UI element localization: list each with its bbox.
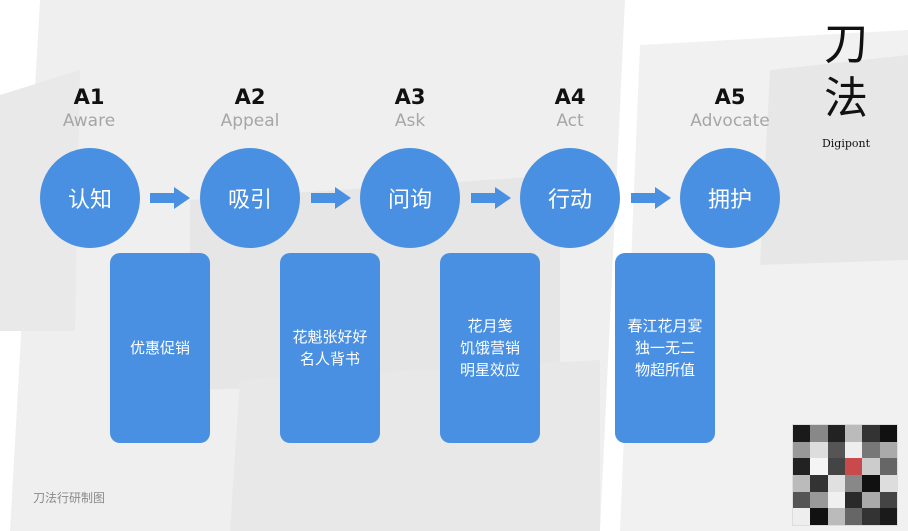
stage-code: A5 [714,85,746,109]
right-arrow-icon [311,187,351,209]
right-arrow-icon [631,187,671,209]
card-line: 明星效应 [459,361,520,379]
stage-a4-circle: 行动 [520,148,620,248]
stage-a5-circle: 拥护 [680,148,780,248]
stage-a4-header: A4 Act [510,85,630,132]
tactic-card-1: 优惠促销 [110,253,210,443]
stage-code: A4 [554,85,586,109]
stage-a1-header: A1 Aware [29,85,149,132]
stage-a3-header: A3 Ask [350,85,470,132]
right-arrow-icon [471,187,511,209]
right-arrow-icon [150,187,190,209]
stage-english-label: Act [556,111,584,131]
brand-logo: 刀 法 [818,18,874,126]
stage-english-label: Ask [394,111,426,131]
stage-code: A3 [394,85,426,109]
stage-english-label: Aware [62,111,116,131]
tactic-card-2: 花魁张好好 名人背书 [280,253,380,443]
stage-a2-circle: 吸引 [200,148,300,248]
stage-english-label: Advocate [690,111,770,131]
stage-a2-header: A2 Appeal [190,85,310,132]
stage-a3-circle: 问询 [360,148,460,248]
tactic-card-4: 春江花月宴 独一无二 物超所值 [615,253,715,443]
card-line: 饥饿营销 [459,339,520,357]
card-line: 春江花月宴 [627,317,703,335]
stage-code: A1 [73,85,105,109]
card-line: 优惠促销 [129,339,190,357]
stage-a5-header: A5 Advocate [670,85,790,132]
footer-credit: 刀法行研制图 [33,491,106,505]
stage-code: A2 [234,85,266,109]
stage-a1-circle: 认知 [40,148,140,248]
logo-char: 法 [824,73,868,124]
logo-subtitle: Digipont [821,137,871,150]
tactic-card-3: 花月笺 饥饿营销 明星效应 [440,253,540,443]
qr-code-image [792,424,898,526]
card-line: 名人背书 [299,350,360,368]
logo-char: 刀 [824,19,868,70]
card-line: 独一无二 [634,339,695,357]
card-line: 花月笺 [467,317,513,335]
card-line: 物超所值 [634,361,695,379]
card-line: 花魁张好好 [292,328,368,346]
stage-english-label: Appeal [220,111,280,131]
